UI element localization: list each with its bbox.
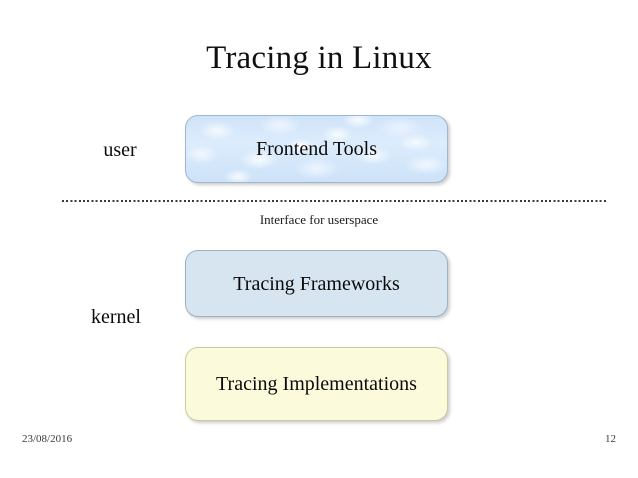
footer-date: 23/08/2016 (22, 433, 73, 445)
layer-label-user: user (103, 139, 137, 161)
interface-divider-label: Interface for userspace (259, 212, 379, 227)
diagram-box-frontend-tools[interactable]: Frontend Tools (185, 115, 448, 183)
interface-divider-line (62, 200, 607, 202)
diagram-box-label: Frontend Tools (255, 138, 377, 160)
diagram-box-tracing-frameworks[interactable]: Tracing Frameworks (185, 250, 448, 317)
diagram-box-tracing-implementations[interactable]: Tracing Implementations (185, 347, 448, 421)
page-title: Tracing in Linux (206, 40, 432, 76)
layer-label-kernel: kernel (91, 306, 141, 328)
diagram-box-label: Tracing Implementations (216, 373, 417, 395)
diagram-box-label: Tracing Frameworks (233, 272, 400, 295)
footer-page-number: 12 (605, 433, 616, 445)
